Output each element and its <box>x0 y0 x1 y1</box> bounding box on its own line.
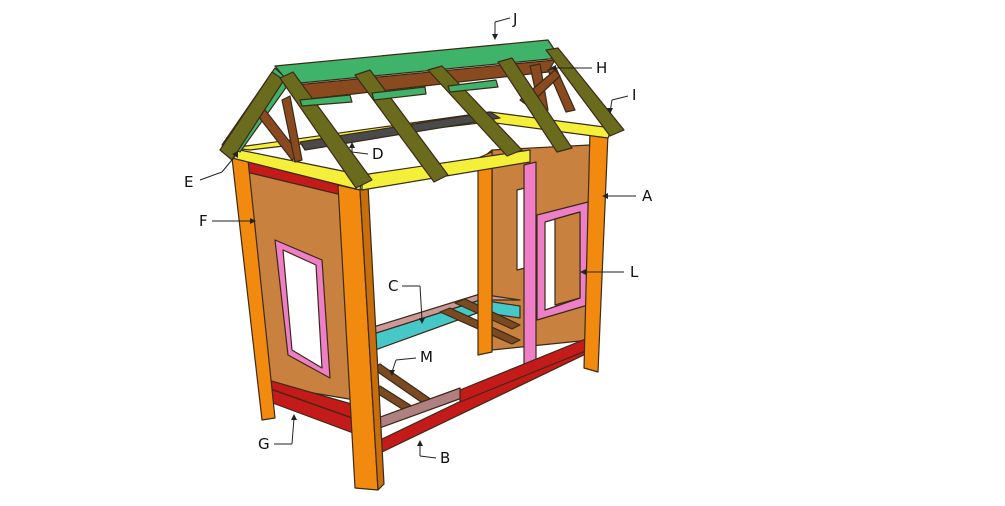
truss-left-2 <box>281 95 303 163</box>
roof-slat-1 <box>299 94 353 107</box>
left-window-opening <box>282 249 323 369</box>
left-front-wall <box>241 159 373 441</box>
rafter-5 <box>545 47 625 137</box>
label-G: G <box>258 435 270 453</box>
floor-slat-1 <box>371 363 433 405</box>
label-H: H <box>596 59 607 77</box>
corner-post-back-left <box>477 151 493 356</box>
right-window <box>536 201 589 321</box>
roof-slat-3 <box>447 79 499 93</box>
label-B: B <box>440 449 450 467</box>
roof-slat-2 <box>371 86 427 101</box>
label-C: C <box>388 277 398 295</box>
callouts: J H I D E A F L <box>184 10 653 467</box>
label-J: J <box>512 10 517 28</box>
label-D: D <box>372 145 384 163</box>
rafter-4 <box>497 57 573 153</box>
label-A: A <box>642 187 653 205</box>
door-jamb <box>523 161 537 379</box>
label-M: M <box>420 348 433 366</box>
label-F: F <box>199 212 208 230</box>
rafters <box>219 47 625 189</box>
label-E: E <box>184 173 193 191</box>
label-I: I <box>632 86 636 104</box>
label-L: L <box>630 263 639 281</box>
right-window-inner-panel <box>554 211 581 306</box>
